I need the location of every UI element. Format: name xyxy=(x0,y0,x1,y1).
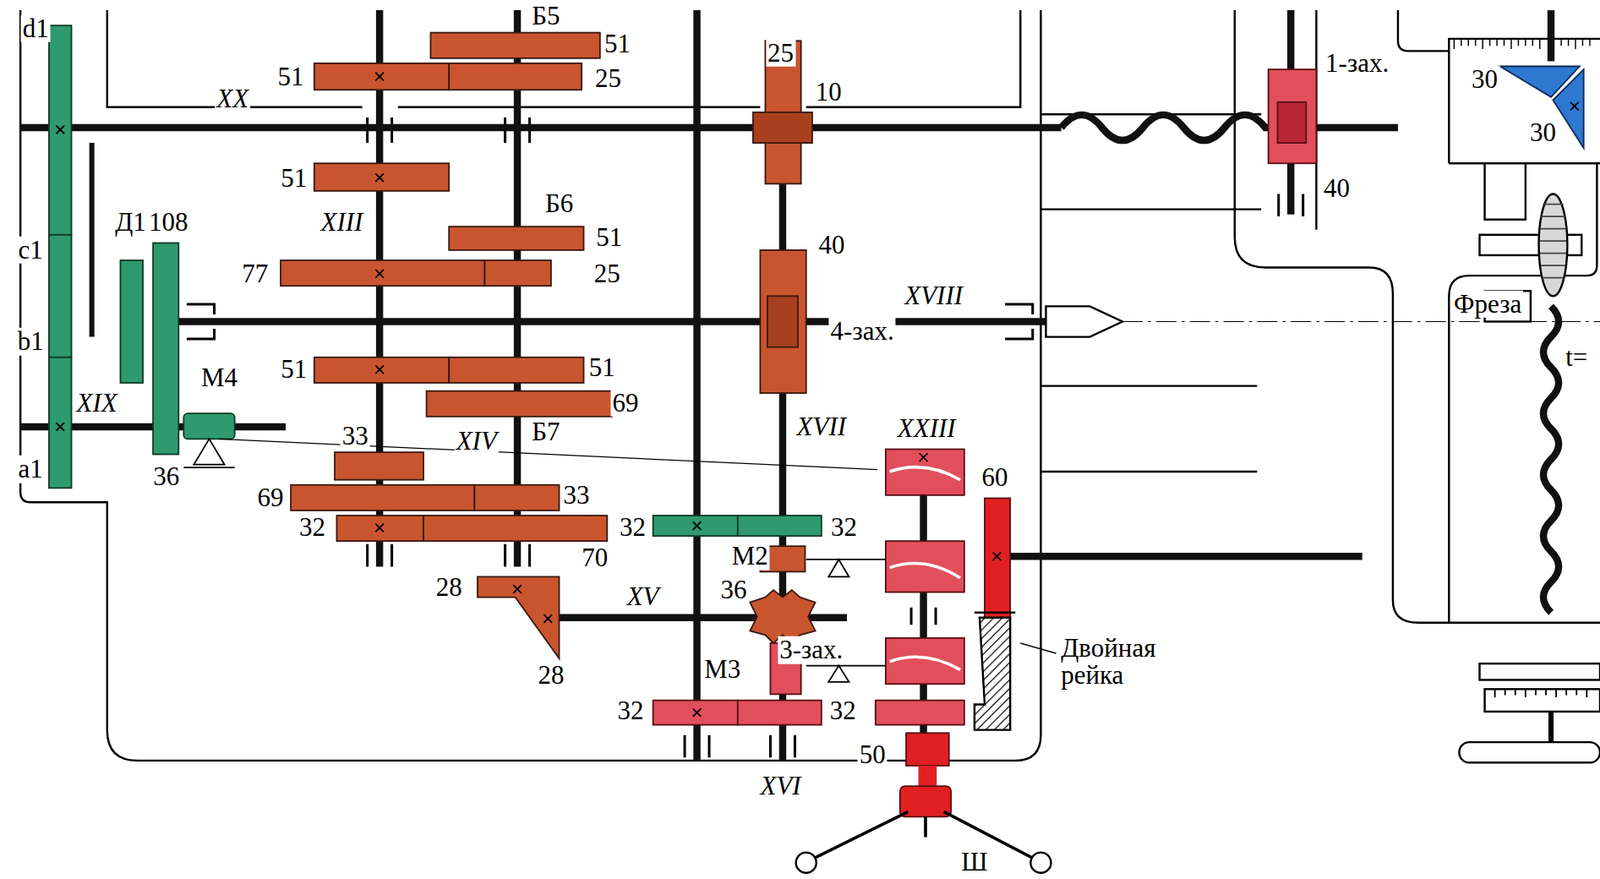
callout-number: M2 xyxy=(730,542,770,571)
callout-number: 33 xyxy=(562,480,592,509)
callout-number: c1 xyxy=(16,236,45,265)
handwheel-handle xyxy=(796,732,1052,873)
callout-number: Б6 xyxy=(543,190,575,219)
shaft-label: XXIII xyxy=(895,415,958,443)
callout-number: 25 xyxy=(593,65,623,93)
callout-number: 51 xyxy=(276,62,306,91)
callout-number: 32 xyxy=(828,697,858,726)
callout-number: 51 xyxy=(602,30,633,59)
callout-number: a1 xyxy=(16,455,45,484)
callout-number: 108 xyxy=(147,208,191,237)
gear-marks xyxy=(55,72,1579,717)
callout-number: 28 xyxy=(434,573,465,602)
callout-number: 77 xyxy=(240,259,270,288)
callout-number: 32 xyxy=(617,513,648,542)
leader-line xyxy=(1020,643,1056,654)
callout-number: 51 xyxy=(594,223,624,252)
housing xyxy=(20,10,1600,761)
callout-number: 30 xyxy=(1528,119,1558,148)
table-handwheel xyxy=(1458,663,1600,763)
callout-number: 33 xyxy=(340,421,371,450)
callout-number: Ш xyxy=(959,847,989,876)
callout-number: 50 xyxy=(857,741,888,770)
bearing-marks xyxy=(186,117,1304,758)
callout-number: 51 xyxy=(587,353,618,382)
shaft-label: XIV xyxy=(454,426,499,455)
gears xyxy=(280,32,816,659)
shaft-label: XV xyxy=(625,583,661,612)
callout-number: 25 xyxy=(765,38,796,67)
scale-ticks xyxy=(1453,38,1590,50)
callout-number: 69 xyxy=(611,389,641,418)
clutch-jaws xyxy=(890,467,961,671)
callout-number: Б5 xyxy=(529,2,562,31)
callout-number: 32 xyxy=(297,513,328,542)
double-rack xyxy=(974,617,1011,731)
shafts xyxy=(20,10,1559,761)
shaft-label: XIII xyxy=(318,208,365,237)
callout-number: 40 xyxy=(816,230,847,259)
callout-number: 28 xyxy=(535,661,566,690)
callout-number: 51 xyxy=(278,164,309,193)
callout-number: 51 xyxy=(278,355,309,384)
callout-number: M3 xyxy=(702,655,743,684)
shaft-label: XVII xyxy=(795,412,849,441)
callout-number: M4 xyxy=(199,363,240,392)
shaft-label: XIX xyxy=(75,389,120,418)
callout-number: 32 xyxy=(829,513,859,542)
callout-number: 1-зах. xyxy=(1323,49,1391,78)
callout-number: 10 xyxy=(813,77,844,106)
callout-number: 36 xyxy=(719,576,749,605)
change-gears xyxy=(49,25,822,536)
callout-number: Б7 xyxy=(529,417,562,446)
callout-number: Двойная рейка xyxy=(1059,634,1190,690)
callout-number: 69 xyxy=(255,484,285,513)
shaft-label: XX xyxy=(214,85,251,114)
callout-number: 70 xyxy=(579,544,610,573)
callout-number: 60 xyxy=(980,464,1011,492)
callout-number: Д1 xyxy=(113,208,148,237)
callout-number: 36 xyxy=(151,463,181,492)
lever-pivot xyxy=(183,438,235,468)
shaft-label: XVIII xyxy=(902,282,965,311)
rack-cap xyxy=(974,611,1016,614)
shaft-label: XVI xyxy=(758,771,803,800)
callout-number: 4-зах. xyxy=(829,317,896,346)
callout-number: 32 xyxy=(616,697,646,726)
handwheel-scale xyxy=(1495,688,1588,698)
callout-number: d1 xyxy=(21,15,51,44)
callout-number: 25 xyxy=(592,259,623,288)
callout-number: 40 xyxy=(1321,174,1352,203)
centre xyxy=(1045,305,1123,337)
callout-number: 30 xyxy=(1469,65,1500,94)
callout-number: t= xyxy=(1563,343,1590,372)
bevel-gears xyxy=(1500,66,1584,149)
callout-number: b1 xyxy=(16,327,46,356)
callout-number: 3-зах. xyxy=(777,636,845,665)
callout-number: Фреза xyxy=(1452,289,1524,318)
